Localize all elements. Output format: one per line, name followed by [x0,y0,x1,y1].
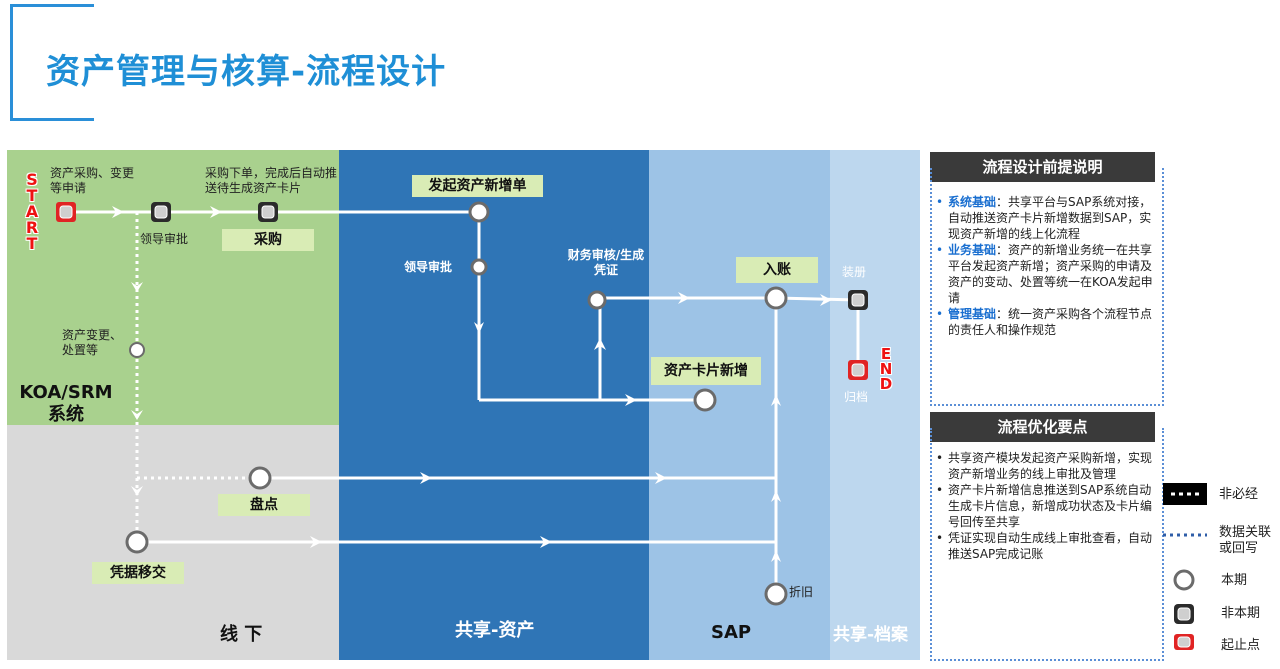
text-leader-approve-1: 领导审批 [140,232,189,246]
node-voucher-transfer [125,530,149,554]
box-inventory: 盘点 [218,494,310,516]
legend-optional-label: 非必经 [1219,487,1259,502]
start-marker: START [25,170,39,253]
premise-item-0: 系统基础：共享平台与SAP系统对接，自动推送资产卡片新增数据到SAP，实现资产新… [934,194,1156,242]
flow-arrows [112,206,832,562]
premise-item-1: 业务基础：资产的新增业务统一在共享平台发起资产新增；资产采购的申请及资产的变动、… [934,242,1156,306]
node-asset-card [693,388,717,412]
text-binding: 装册 [842,265,867,279]
node-initiate-asset [468,201,490,223]
node-leader-approve-2 [470,258,488,276]
premise-item-2: 管理基础：统一资产采购各个流程节点的责任人和操作规范 [934,306,1156,338]
node-inventory [248,466,272,490]
end-marker: END [879,345,893,393]
text-leader-approve-2: 领导审批 [404,260,453,274]
zone-archive [830,150,920,660]
box-asset-card: 资产卡片新增 [651,357,761,385]
premise-panel-text: 系统基础：共享平台与SAP系统对接，自动推送资产卡片新增数据到SAP，实现资产新… [934,194,1156,338]
node-post-account [764,286,788,310]
legend-current-symbol [1173,569,1195,591]
node-depreciation [764,582,788,606]
text-asset-purchase: 资产采购、变更等申请 [50,166,135,195]
text-depreciation: 折旧 [789,585,814,599]
node-finance-review [587,290,607,310]
text-archive: 归档 [844,390,869,404]
zone-koa [7,150,339,425]
premise-panel-heading: 流程设计前提说明 [930,152,1155,182]
legend-current-label: 本期 [1221,573,1248,588]
zone-sap [649,150,830,660]
current-nodes [125,201,788,606]
text-purchase-order: 采购下单，完成后自动推送待生成资产卡片 [205,166,338,195]
legend-symbols [1163,483,1207,650]
legend-data-link-label: 数据关联或回写 [1219,525,1272,556]
premise-panel [930,168,1164,406]
optimize-item-0: 共享资产模块发起资产采购新增，实现资产新增业务的线上审批及管理 [934,450,1156,482]
dotted-flow-lines [135,212,260,542]
optimize-panel [930,428,1164,661]
optimize-item-1: 资产卡片新增信息推送到SAP系统自动生成卡片信息，新增成功状态及卡片编号回传至共… [934,482,1156,530]
legend-start-end-label: 起止点 [1221,638,1261,653]
box-post-account: 入账 [736,257,818,283]
box-purchase: 采购 [222,229,314,251]
box-initiate-asset: 发起资产新增单 [412,175,543,197]
optimize-item-2: 凭证实现自动生成线上审批查看，自动推送SAP完成记账 [934,530,1156,562]
node-asset-change [129,342,145,358]
title-corner-bracket [10,4,94,121]
text-asset-change: 资产变更、处置等 [62,328,123,357]
legend-non-current-label: 非本期 [1221,606,1261,621]
legend-optional-symbol [1163,483,1207,505]
zone-label-offline: 线 下 [220,624,263,645]
text-finance-review: 财务审核/生成凭证 [567,248,645,277]
non-current-nodes [151,202,868,310]
zone-label-archive: 共享-档案 [833,625,909,645]
box-voucher-transfer: 凭据移交 [92,562,184,584]
optimize-panel-text: 共享资产模块发起资产采购新增，实现资产新增业务的线上审批及管理 资产卡片新增信息… [934,450,1156,562]
page-title: 资产管理与核算-流程设计 [46,52,447,92]
start-end-nodes [56,202,868,380]
zone-shared-asset [339,150,649,660]
zone-label-koa: KOA/SRM系统 [19,382,113,425]
zone-label-sap: SAP [711,622,752,643]
zone-label-shared-asset: 共享-资产 [455,620,535,641]
optimize-panel-heading: 流程优化要点 [930,412,1155,442]
